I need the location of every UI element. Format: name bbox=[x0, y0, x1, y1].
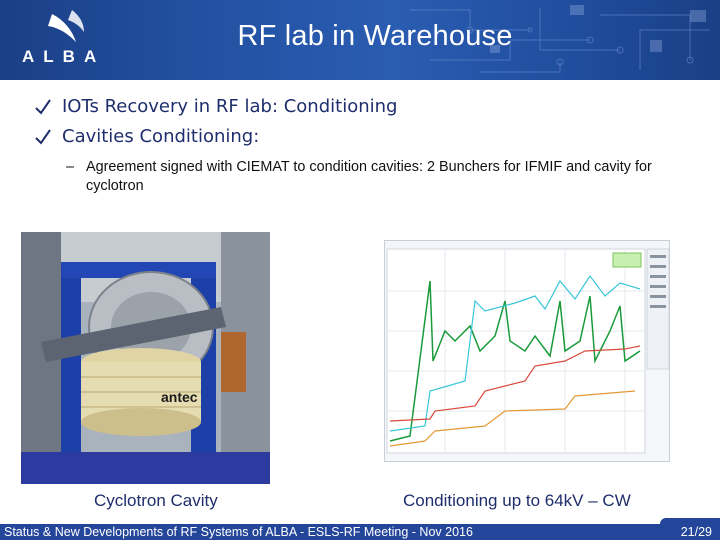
bullet-text: IOTs Recovery in RF lab: Conditioning bbox=[62, 96, 398, 117]
conditioning-plot-screenshot bbox=[384, 240, 670, 462]
bullet-iots-recovery: IOTs Recovery in RF lab: Conditioning bbox=[34, 96, 397, 117]
photo-caption: Cyclotron Cavity bbox=[94, 491, 218, 510]
page-number: 21/29 bbox=[680, 525, 712, 539]
check-icon bbox=[35, 128, 51, 145]
photo-label: antec bbox=[161, 389, 198, 405]
footer-bar: Status & New Developments of RF Systems … bbox=[0, 524, 720, 540]
circuit-pattern-decoration bbox=[410, 5, 710, 73]
footer-text: Status & New Developments of RF Systems … bbox=[4, 525, 473, 539]
plot-caption: Conditioning up to 64kV – CW bbox=[403, 491, 631, 510]
sub-bullet-agreement: – Agreement signed with CIEMAT to condit… bbox=[66, 158, 706, 196]
bullet-text: Cavities Conditioning: bbox=[62, 126, 260, 147]
cyclotron-cavity-photo: antec bbox=[21, 232, 270, 484]
dash-marker: – bbox=[66, 159, 75, 175]
page-title: RF lab in Warehouse bbox=[237, 20, 513, 52]
svg-text:ALBA: ALBA bbox=[22, 47, 105, 66]
bullet-cavities-conditioning: Cavities Conditioning: bbox=[34, 126, 259, 147]
title-banner: ALBA RF lab in Warehouse bbox=[0, 0, 720, 80]
alba-logo: ALBA bbox=[22, 10, 105, 66]
sub-bullet-text: Agreement signed with CIEMAT to conditio… bbox=[86, 159, 652, 194]
check-icon bbox=[35, 98, 51, 115]
